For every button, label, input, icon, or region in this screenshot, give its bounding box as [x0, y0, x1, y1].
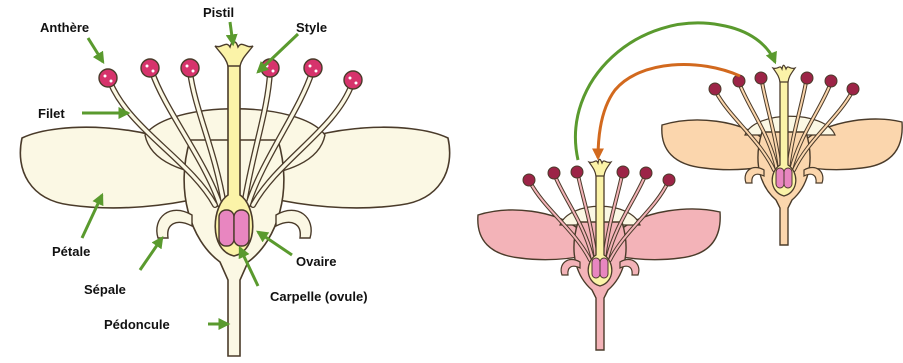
- sepal-left: [157, 210, 192, 238]
- pointer-anthere: [88, 38, 103, 62]
- anther: [344, 71, 362, 89]
- pistil-stigma: [215, 42, 253, 66]
- label-carpelle: Carpelle (ovule): [270, 289, 368, 304]
- anther: [141, 59, 159, 77]
- anther: [304, 59, 322, 77]
- label-sepale: Sépale: [84, 282, 126, 297]
- pink-flower: [478, 159, 720, 350]
- label-pedoncule: Pédoncule: [104, 317, 170, 332]
- main-flower: [20, 42, 449, 356]
- label-ovaire: Ovaire: [296, 254, 336, 269]
- ovule: [234, 210, 249, 246]
- anther: [99, 69, 117, 87]
- label-petale: Pétale: [52, 244, 90, 259]
- pointer-sepale: [140, 238, 162, 270]
- sepal-right: [276, 210, 311, 238]
- label-style: Style: [296, 20, 327, 35]
- ovule: [219, 210, 234, 246]
- pointer-pistil: [230, 22, 233, 44]
- anther: [181, 59, 199, 77]
- label-anthere: Anthère: [40, 20, 89, 35]
- label-pistil: Pistil: [203, 5, 234, 20]
- label-filet: Filet: [38, 106, 65, 121]
